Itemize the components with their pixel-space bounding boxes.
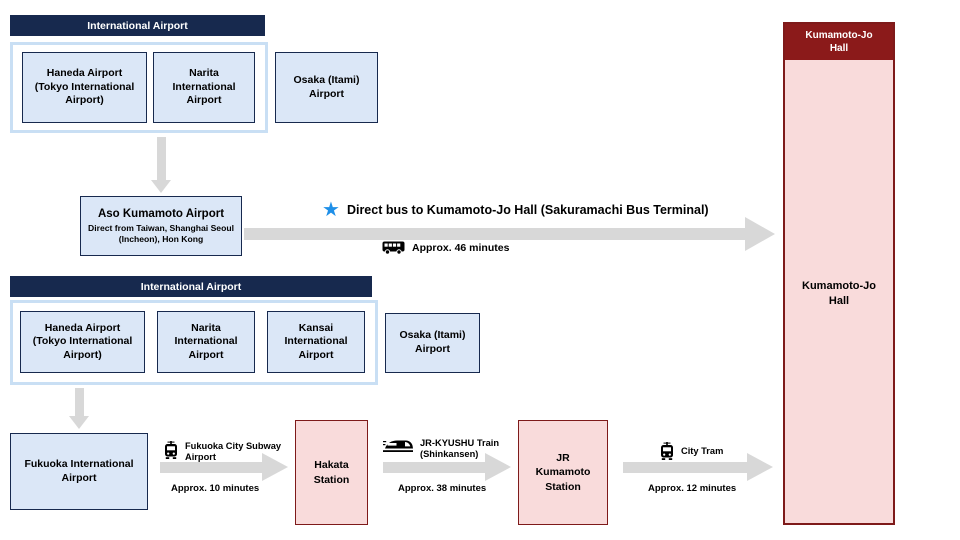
airport-label: Osaka (Itami) Airport	[399, 329, 466, 355]
bus-icon	[382, 241, 405, 255]
leg1-duration: Approx. 10 minutes	[171, 483, 260, 494]
hakata-station-box: Hakata Station	[295, 420, 368, 525]
leg3-arrow-shaft	[623, 462, 747, 473]
kumamoto-jo-hall-box: Kumamoto-Jo Hall Kumamoto-Jo Hall	[783, 22, 895, 525]
leg2-arrow-shaft	[383, 462, 485, 473]
leg1-arrow-shaft	[160, 462, 262, 473]
tram-icon	[661, 442, 673, 460]
airport-box-kansai-middle: Kansai International Airport	[267, 311, 365, 373]
leg3-duration: Approx. 12 minutes	[648, 483, 737, 494]
section-top-header-label: International Airport	[87, 19, 188, 32]
airport-box-haneda-top: Haneda Airport (Tokyo International Airp…	[22, 52, 147, 123]
down-arrow-top-head	[151, 180, 171, 193]
subway-icon	[165, 441, 177, 459]
leg2-arrow-head	[485, 453, 511, 481]
destination-label: Kumamoto-Jo Hall	[802, 279, 876, 307]
airport-box-haneda-middle: Haneda Airport (Tokyo International Airp…	[20, 311, 145, 373]
airport-label: Osaka (Itami) Airport	[293, 73, 360, 100]
direct-bus-label-row: ★ Direct bus to Kumamoto-Jo Hall (Sakura…	[322, 200, 709, 220]
bus-arrow-shaft	[244, 228, 745, 240]
direct-bus-label: Direct bus to Kumamoto-Jo Hall (Sakurama…	[346, 203, 709, 217]
leg1-arrow-head	[262, 453, 288, 481]
bus-arrow-head	[745, 217, 775, 251]
leg2-mode-label: JR-KYUSHU Train (Shinkansen)	[420, 438, 500, 460]
station-label: Hakata Station	[313, 459, 350, 486]
fukuoka-airport-box: Fukuoka International Airport	[10, 433, 148, 510]
bus-duration-row: Approx. 46 minutes	[382, 240, 509, 255]
shinkansen-icon	[383, 440, 413, 452]
section-middle-header-label: International Airport	[140, 280, 242, 293]
leg3-mode-label: City Tram	[681, 446, 724, 457]
airport-label: Narita International Airport	[172, 67, 236, 107]
kumamoto-jo-hall-header: Kumamoto-Jo Hall	[785, 24, 893, 60]
airport-label: Fukuoka International Airport	[24, 457, 134, 484]
leg2-duration: Approx. 38 minutes	[398, 483, 487, 494]
down-arrow-middle-shaft	[75, 388, 84, 416]
airport-box-osaka-top: Osaka (Itami) Airport	[275, 52, 378, 123]
section-top-header: International Airport	[10, 15, 265, 36]
jr-kumamoto-station-box: JR Kumamoto Station	[518, 420, 608, 525]
destination-header-label: Kumamoto-Jo Hall	[805, 30, 873, 54]
leg3-mode-row: City Tram	[659, 442, 723, 462]
airport-box-narita-middle: Narita International Airport	[157, 311, 255, 373]
airport-box-osaka-middle: Osaka (Itami) Airport	[385, 313, 480, 373]
section-middle-header: International Airport	[10, 276, 372, 297]
airport-label: Kansai International Airport	[284, 321, 348, 361]
airport-label: Narita International Airport	[174, 321, 238, 361]
leg1-mode-row: Fukuoka City Subway Airport	[163, 441, 287, 463]
kumamoto-jo-hall-body: Kumamoto-Jo Hall	[785, 60, 893, 527]
bus-duration: Approx. 46 minutes	[412, 241, 510, 254]
leg2-mode-row: JR-KYUSHU Train (Shinkansen)	[383, 438, 512, 460]
aso-kumamoto-airport-box: Aso Kumamoto Airport Direct from Taiwan,…	[80, 196, 242, 256]
aso-airport-title: Aso Kumamoto Airport	[97, 208, 225, 221]
down-arrow-middle-head	[69, 416, 89, 429]
airport-label: Haneda Airport (Tokyo International Airp…	[32, 321, 133, 361]
leg3-arrow-head	[747, 453, 773, 481]
star-icon: ★	[322, 199, 340, 221]
station-label: JR Kumamoto Station	[535, 452, 591, 493]
airport-box-narita-top: Narita International Airport	[153, 52, 255, 123]
aso-airport-subtitle: Direct from Taiwan, Shanghai Seoul (Inch…	[88, 223, 234, 244]
airport-label: Haneda Airport (Tokyo International Airp…	[34, 67, 135, 107]
leg1-mode-label: Fukuoka City Subway Airport	[185, 441, 282, 463]
down-arrow-top-shaft	[157, 137, 166, 180]
